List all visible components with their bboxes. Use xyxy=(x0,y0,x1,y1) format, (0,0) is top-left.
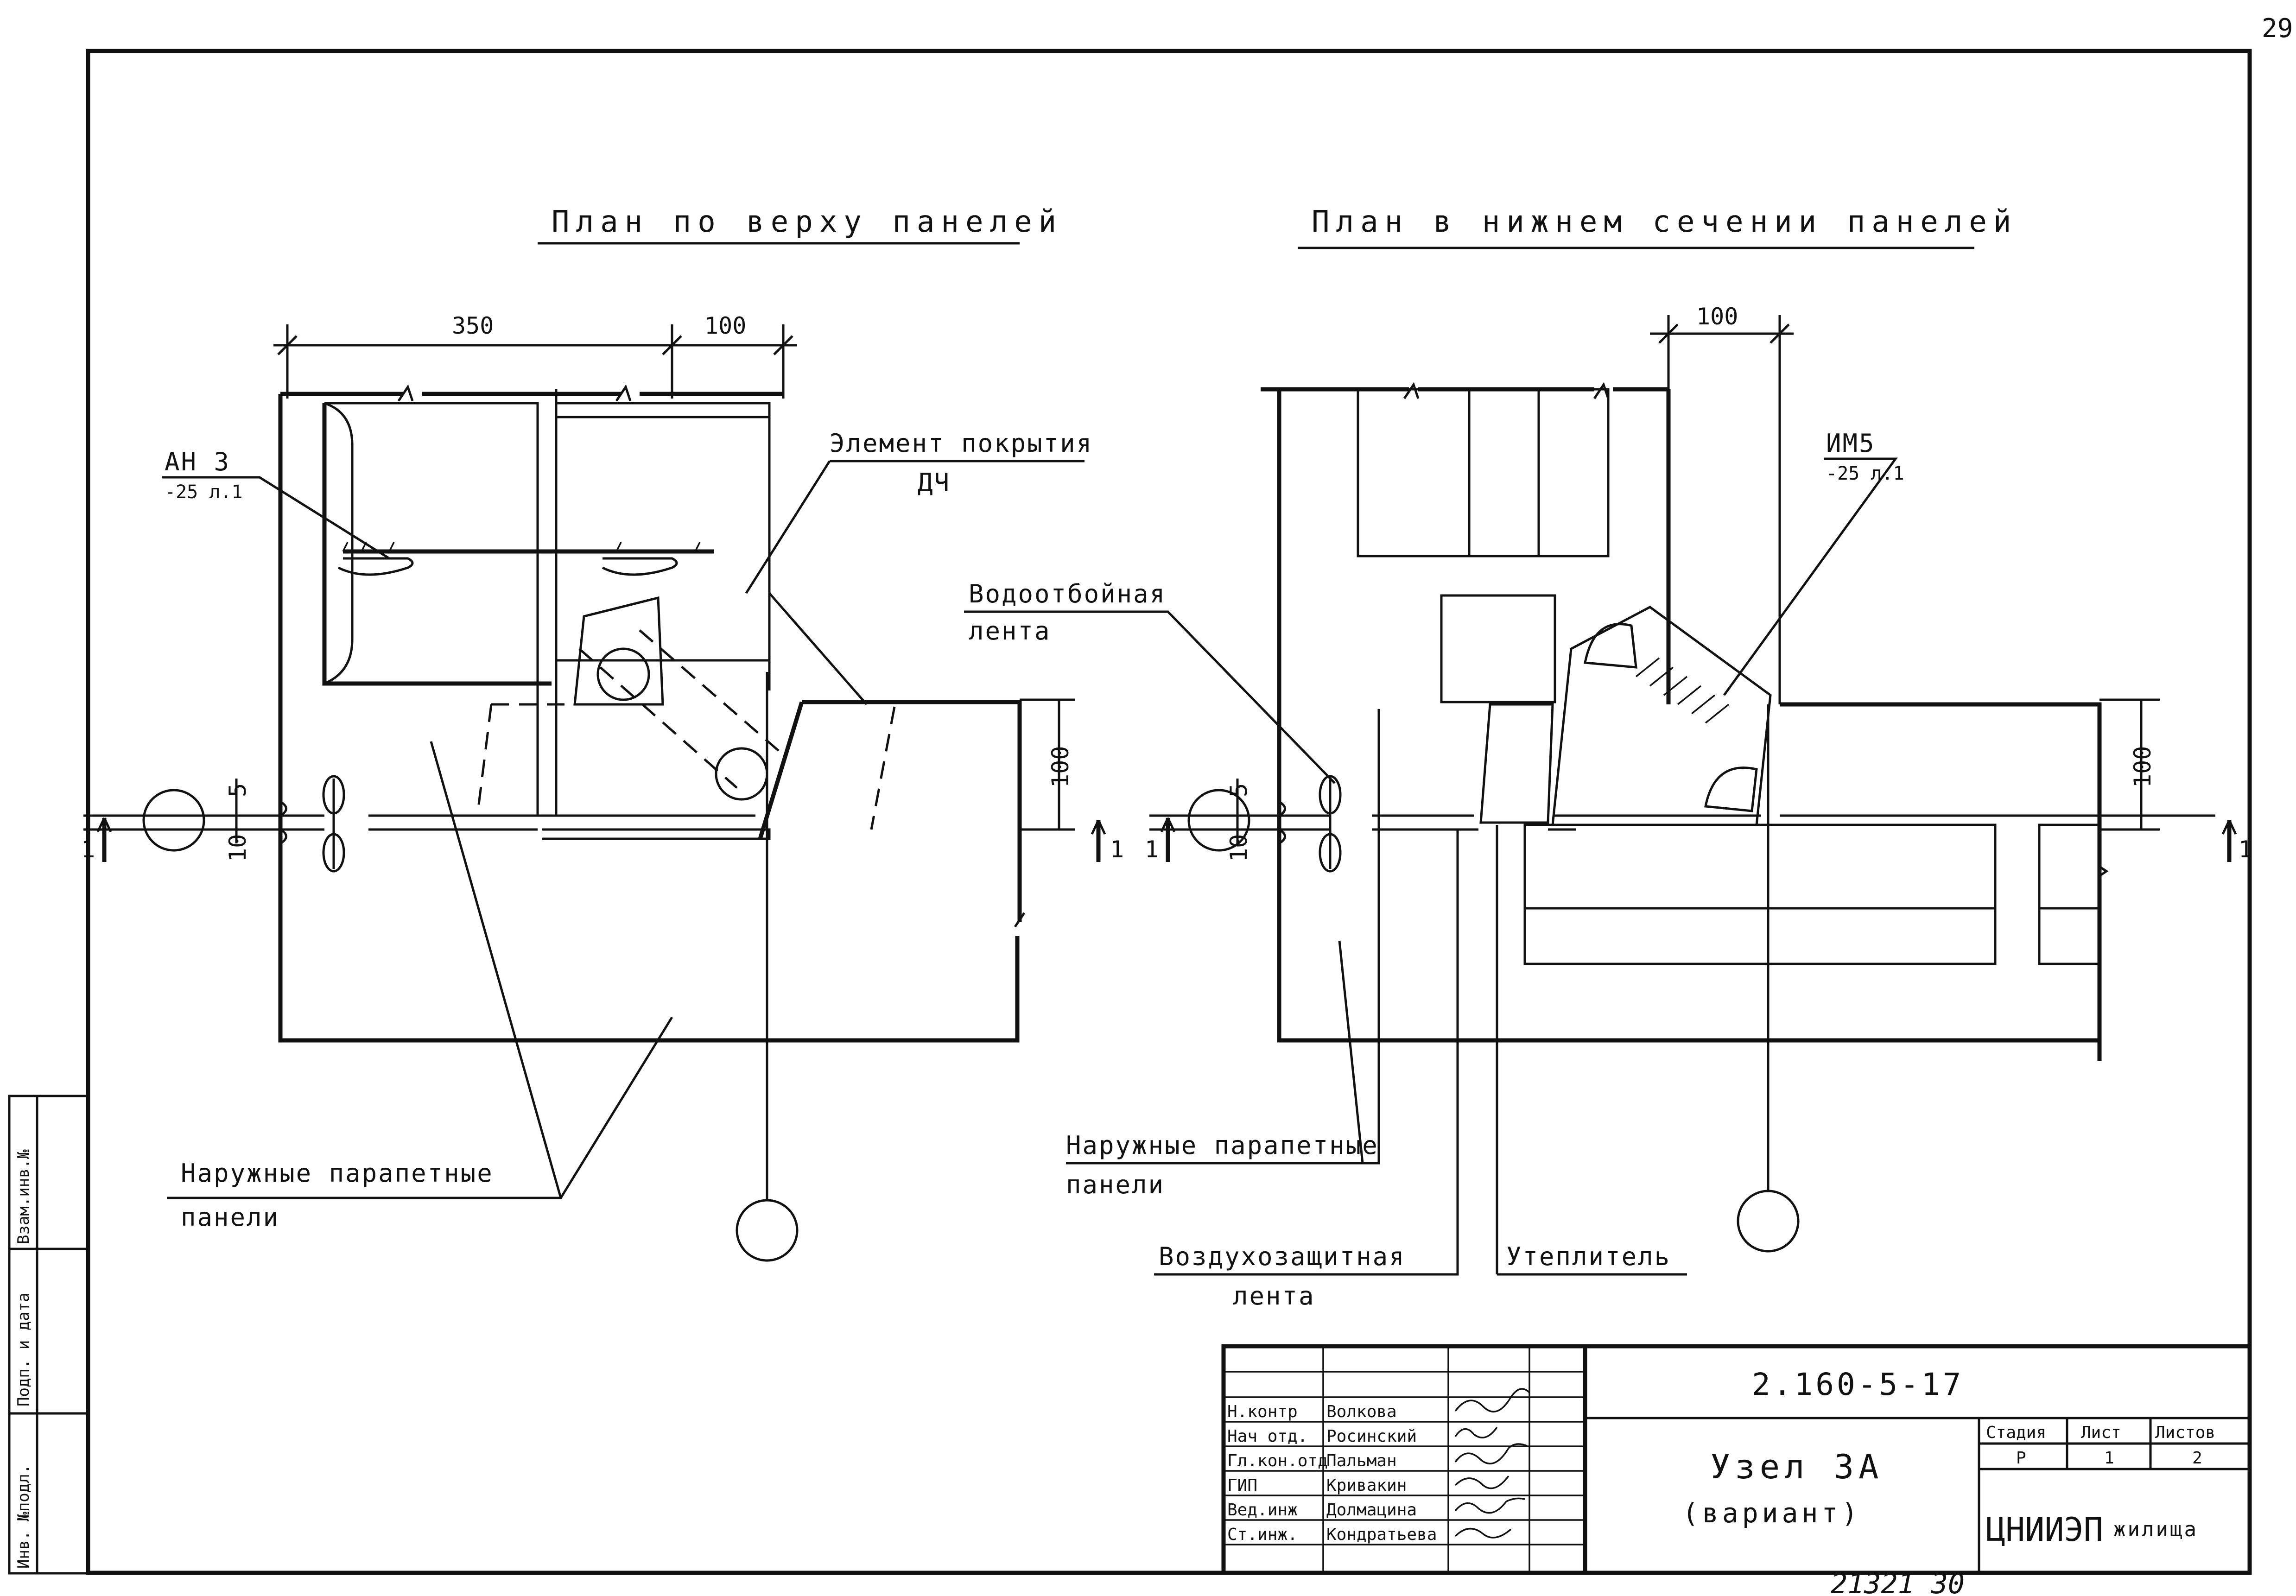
insulation-label: Утеплитель xyxy=(1506,1242,1671,1271)
left-plan: План по верху панелей 350 100 xyxy=(81,205,1124,1262)
sheet-header: Лист xyxy=(2081,1423,2121,1442)
anchor-sublabel: -25 л.1 xyxy=(165,481,243,503)
tb-name-3: Пальман xyxy=(1326,1451,1397,1470)
panels-label-right: Наружные парапетные xyxy=(1066,1131,1379,1160)
side-stamp-cell-2: Подп. и дата xyxy=(14,1292,33,1406)
panels-label-left: Наружные парапетные xyxy=(181,1159,494,1188)
tb-name-6: Кондратьева xyxy=(1326,1525,1437,1544)
water-tape-sublabel: лента xyxy=(969,616,1051,646)
org-name: ЦНИИЭП xyxy=(1986,1511,2103,1549)
roof-element-label: Элемент покрытия xyxy=(830,429,1093,458)
sheets-value: 2 xyxy=(2192,1449,2202,1468)
im-label: ИМ5 xyxy=(1826,429,1876,458)
tb-role-3: Гл.кон.отд xyxy=(1227,1451,1328,1470)
sheet-frame xyxy=(86,49,2252,1575)
tb-name-4: Кривакин xyxy=(1326,1476,1407,1495)
dim-10-label: 10 xyxy=(224,834,251,862)
org-suffix: жилища xyxy=(2113,1518,2198,1541)
tb-role-6: Ст.инж. xyxy=(1227,1525,1298,1544)
dim-5-label: 5 xyxy=(224,783,251,797)
im-sublabel: -25 л.1 xyxy=(1826,463,1904,484)
axis-marker-bottom-2 xyxy=(1737,1190,1800,1253)
sheet-value: 1 xyxy=(2104,1449,2114,1468)
section-mark-left: 1 xyxy=(81,836,95,863)
tb-name-2: Росинский xyxy=(1326,1427,1417,1446)
tb-role-5: Вед.инж xyxy=(1227,1501,1298,1520)
right-plan-title: План в нижнем сечении панелей xyxy=(1312,205,2017,239)
dim-100-label: 100 xyxy=(704,312,746,339)
signatures xyxy=(1454,1388,1530,1539)
anchor-label: АН 3 xyxy=(165,447,230,476)
axis-marker-left xyxy=(142,789,205,852)
tb-name-5: Долмацина xyxy=(1326,1501,1417,1520)
drawing-title-line1: Узел 3А xyxy=(1710,1447,1883,1486)
doc-code: 2.160-5-17 xyxy=(1752,1367,1964,1402)
title-block: Н.контр Нач отд. Гл.кон.отд ГИП Вед.инж … xyxy=(1221,1344,2250,1573)
section-mark-left-2: 1 xyxy=(1145,836,1159,863)
footer-number: 21321 30 xyxy=(1831,1568,1965,1596)
side-stamp-cell-3: Взам.инв.№ xyxy=(14,1149,33,1244)
tb-role-2: Нач отд. xyxy=(1227,1427,1307,1446)
drawing-title-line2: (вариант) xyxy=(1682,1497,1861,1529)
tb-role-4: ГИП xyxy=(1227,1476,1257,1495)
section-mark-right: 1 xyxy=(1110,836,1124,863)
panels-sublabel-left: панели xyxy=(181,1203,279,1232)
dim-100-right-label: 100 xyxy=(1047,746,1074,788)
side-stamp-cell-1: Инв. №подл. xyxy=(14,1464,33,1569)
tb-role-1: Н.контр xyxy=(1227,1402,1298,1421)
panels-sublabel-right: панели xyxy=(1066,1170,1165,1199)
sheets-header: Листов xyxy=(2155,1423,2215,1442)
axis-marker-left-2 xyxy=(1187,789,1250,852)
dim-350-label: 350 xyxy=(452,312,494,339)
left-plan-title: План по верху панелей xyxy=(552,205,1063,239)
stage-header: Стадия xyxy=(1986,1423,2046,1442)
side-stamp: Инв. №подл. Подп. и дата Взам.инв.№ xyxy=(8,1095,89,1575)
air-tape-label: Воздухозащитная xyxy=(1159,1242,1406,1271)
right-plan: План в нижнем сечении панелей 100 xyxy=(964,205,2252,1311)
dim-100-right2-label: 100 xyxy=(2129,746,2156,788)
page-number: 29 xyxy=(2262,13,2293,44)
roof-element-sublabel: ДЧ xyxy=(918,468,951,497)
dim-5-right-label: 5 xyxy=(1225,783,1252,797)
dim-100-top-label: 100 xyxy=(1696,303,1738,330)
water-tape-label: Водоотбойная xyxy=(969,579,1166,608)
air-tape-sublabel: лента xyxy=(1233,1281,1315,1311)
stage-value: Р xyxy=(2016,1449,2026,1468)
section-mark-right-2: 1 xyxy=(2239,836,2252,863)
axis-marker-bottom xyxy=(736,1199,799,1262)
tb-name-1: Волкова xyxy=(1326,1402,1397,1421)
